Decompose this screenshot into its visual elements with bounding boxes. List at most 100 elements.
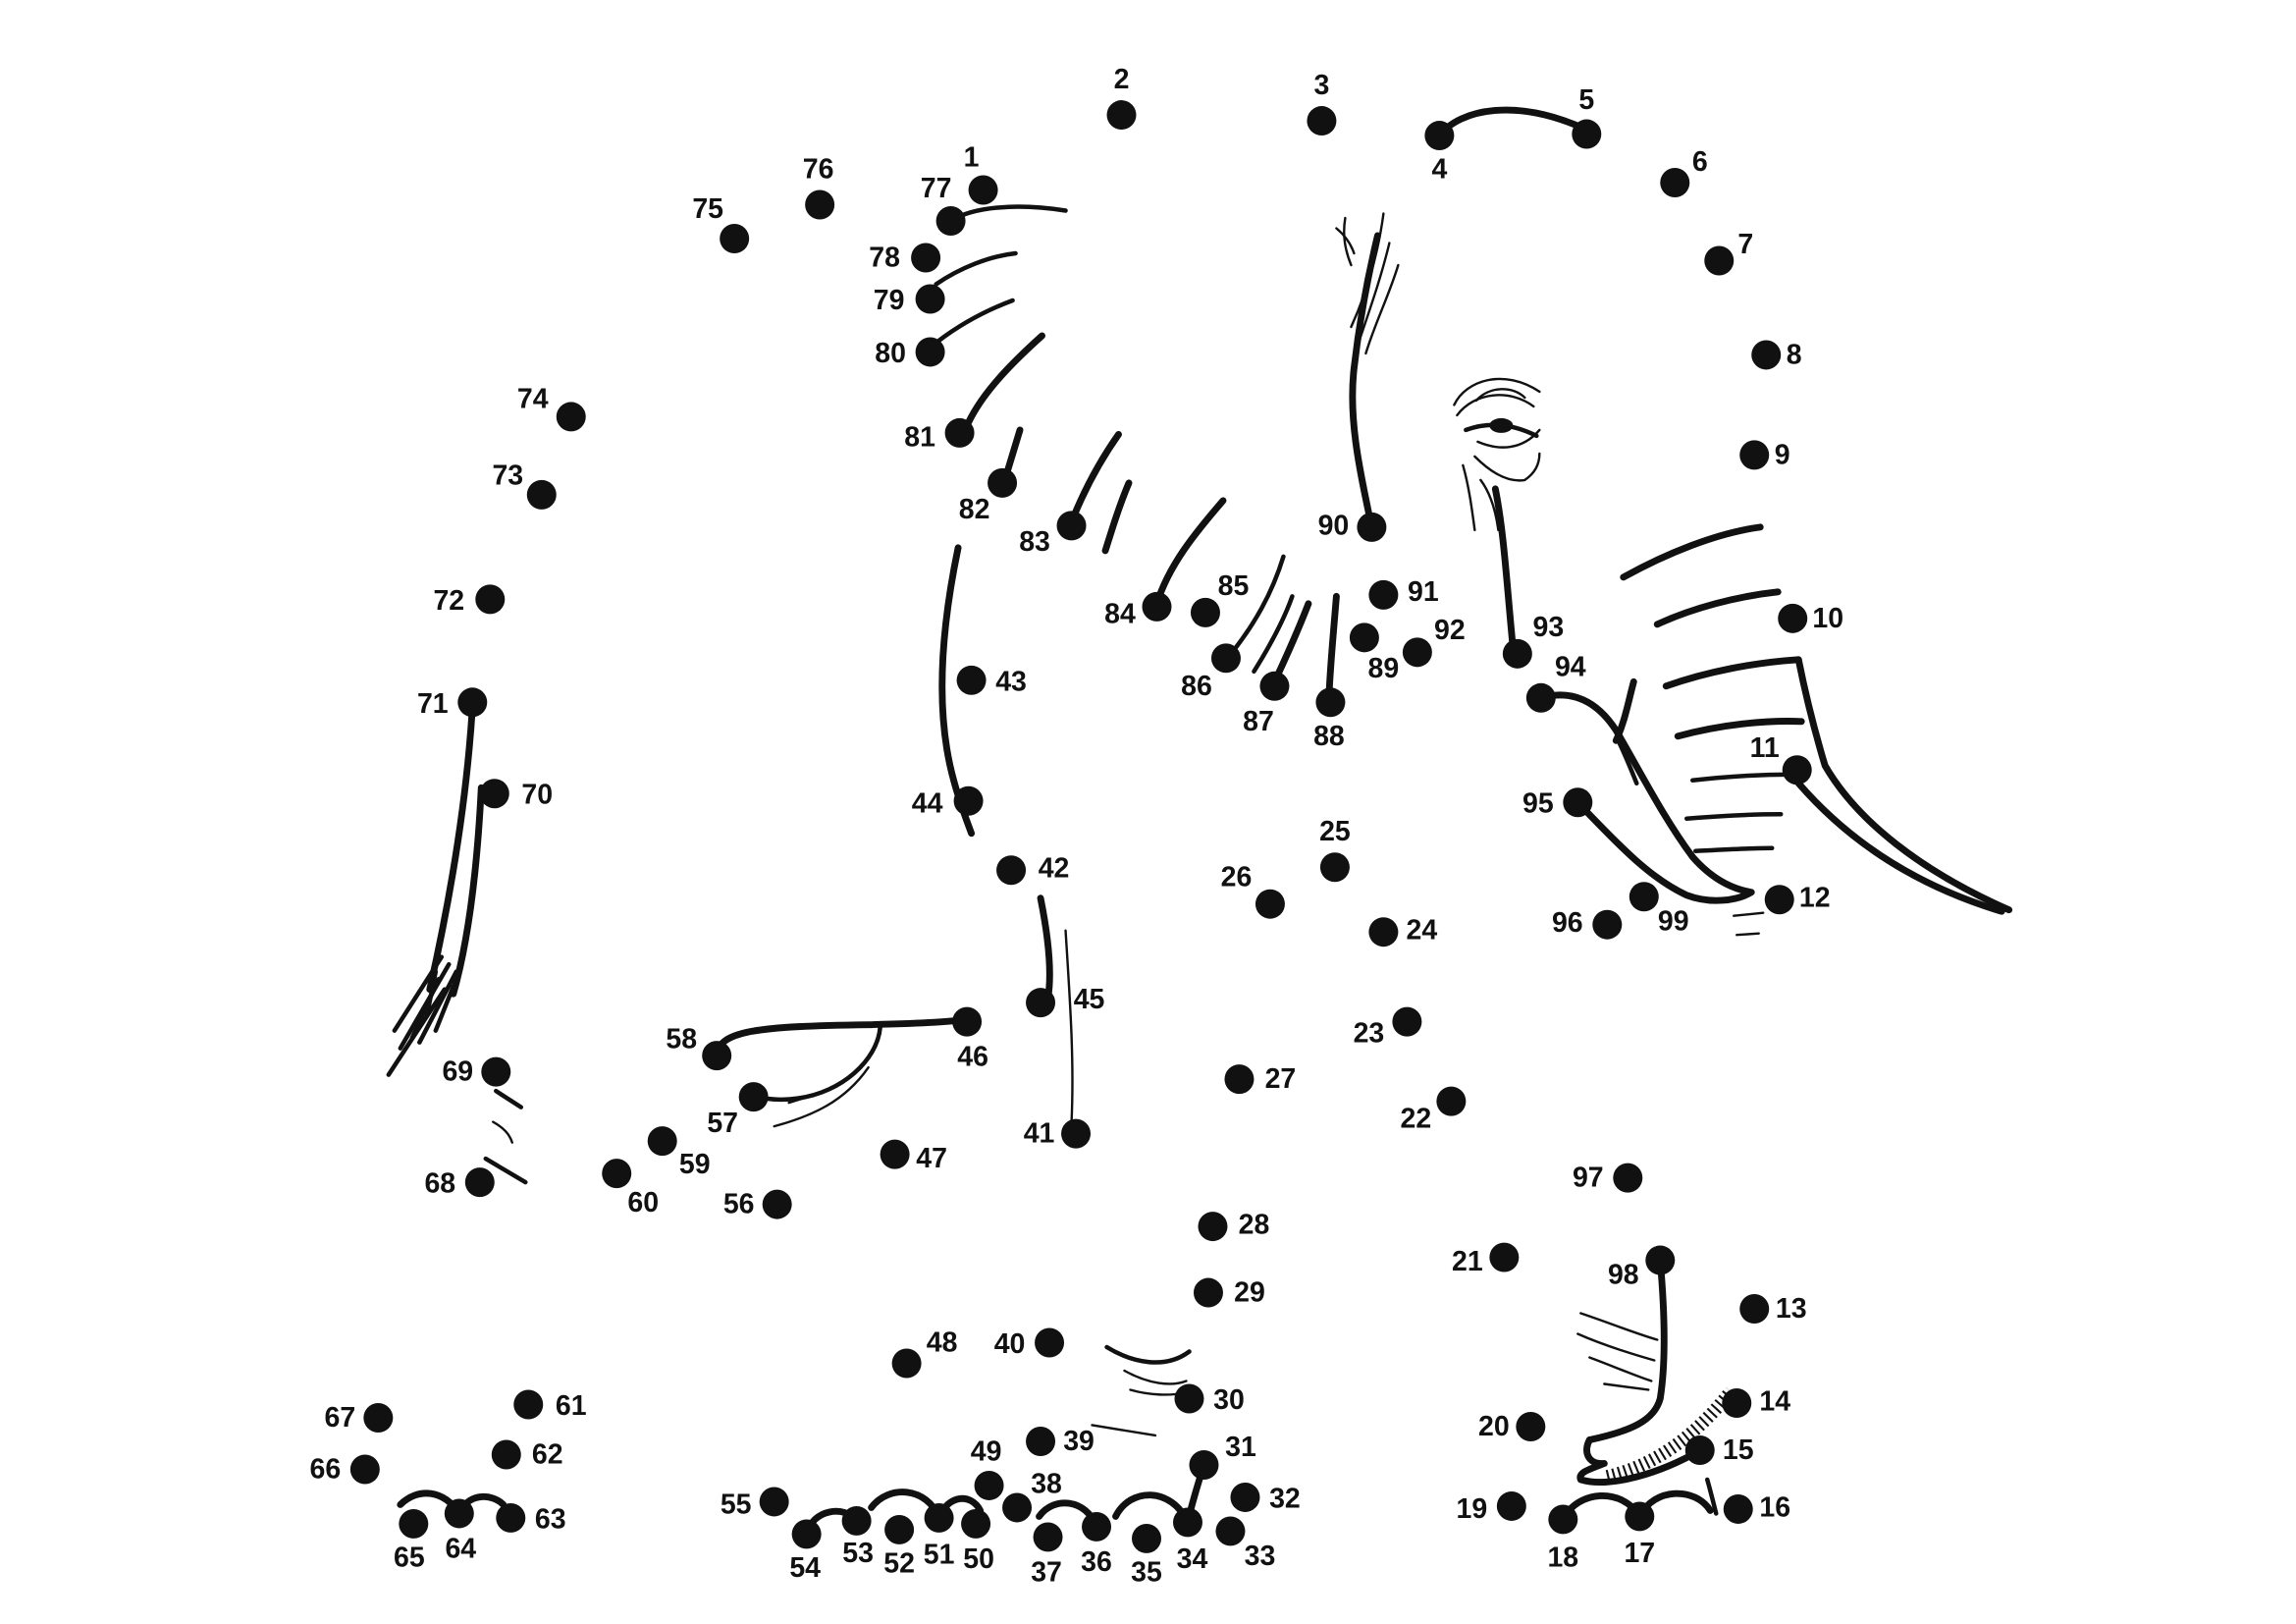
dot-8[interactable]: [1751, 340, 1782, 370]
dot-64[interactable]: [444, 1498, 474, 1529]
dot-84[interactable]: [1142, 591, 1172, 622]
dot-12[interactable]: [1764, 885, 1794, 915]
dot-2[interactable]: [1106, 100, 1137, 131]
dot-30[interactable]: [1174, 1383, 1204, 1414]
dot-1[interactable]: [968, 175, 998, 205]
dot-76[interactable]: [805, 189, 835, 220]
dot-28[interactable]: [1198, 1212, 1228, 1242]
dot-68[interactable]: [464, 1167, 495, 1198]
dot-70[interactable]: [479, 779, 509, 809]
dot-19[interactable]: [1496, 1490, 1526, 1521]
dot-29[interactable]: [1193, 1277, 1223, 1308]
dot-37[interactable]: [1033, 1522, 1063, 1552]
dot-40[interactable]: [1035, 1327, 1065, 1358]
dot-89[interactable]: [1349, 623, 1379, 653]
dot-group-58: 58: [666, 1024, 732, 1071]
dot-88[interactable]: [1315, 687, 1346, 718]
dot-20[interactable]: [1516, 1411, 1546, 1441]
dot-86[interactable]: [1210, 643, 1241, 674]
dot-79[interactable]: [915, 284, 945, 314]
dot-62[interactable]: [491, 1439, 521, 1470]
dot-50[interactable]: [961, 1508, 991, 1539]
dot-4[interactable]: [1424, 121, 1455, 151]
dot-41[interactable]: [1061, 1118, 1092, 1149]
dot-93[interactable]: [1502, 638, 1532, 669]
dot-60[interactable]: [602, 1159, 632, 1189]
dot-22[interactable]: [1436, 1086, 1467, 1116]
dot-58[interactable]: [702, 1041, 732, 1071]
dot-74[interactable]: [556, 402, 586, 432]
dot-55[interactable]: [759, 1487, 789, 1517]
dot-71[interactable]: [457, 687, 488, 718]
dot-67[interactable]: [363, 1402, 394, 1433]
dot-94[interactable]: [1525, 682, 1556, 713]
dot-73[interactable]: [526, 479, 557, 510]
dot-36[interactable]: [1082, 1511, 1112, 1542]
dot-92[interactable]: [1402, 637, 1432, 668]
dot-33[interactable]: [1215, 1516, 1246, 1546]
dot-23[interactable]: [1392, 1006, 1422, 1037]
dot-16[interactable]: [1723, 1493, 1753, 1524]
dot-42[interactable]: [996, 855, 1027, 886]
dot-14[interactable]: [1722, 1387, 1752, 1418]
dot-82[interactable]: [988, 467, 1018, 498]
dot-72[interactable]: [475, 584, 506, 615]
dot-51[interactable]: [924, 1502, 954, 1533]
dot-38[interactable]: [1002, 1492, 1033, 1523]
dot-56[interactable]: [762, 1189, 792, 1219]
dot-66[interactable]: [349, 1454, 380, 1485]
dot-97[interactable]: [1613, 1163, 1643, 1193]
dot-27[interactable]: [1224, 1064, 1255, 1095]
dot-77[interactable]: [935, 206, 966, 237]
dot-59[interactable]: [647, 1126, 677, 1157]
dot-49[interactable]: [974, 1470, 1004, 1500]
dot-3[interactable]: [1307, 106, 1337, 136]
dot-9[interactable]: [1739, 440, 1770, 470]
dot-87[interactable]: [1259, 671, 1290, 701]
dot-25[interactable]: [1319, 852, 1350, 883]
dot-65[interactable]: [399, 1508, 429, 1539]
dot-61[interactable]: [513, 1389, 544, 1420]
dot-69[interactable]: [481, 1056, 511, 1087]
dot-47[interactable]: [880, 1139, 910, 1169]
dot-10[interactable]: [1778, 603, 1808, 633]
dot-18[interactable]: [1548, 1504, 1578, 1535]
dot-45[interactable]: [1026, 988, 1056, 1018]
dot-44[interactable]: [953, 785, 984, 816]
dot-90[interactable]: [1357, 512, 1387, 542]
dot-52[interactable]: [884, 1514, 915, 1544]
dot-46[interactable]: [952, 1006, 983, 1037]
dot-34[interactable]: [1172, 1507, 1202, 1538]
dot-57[interactable]: [738, 1082, 769, 1112]
dot-32[interactable]: [1230, 1482, 1260, 1512]
dot-75[interactable]: [720, 224, 750, 253]
dot-63[interactable]: [496, 1502, 526, 1533]
dot-15[interactable]: [1684, 1435, 1715, 1465]
dot-6[interactable]: [1660, 168, 1690, 198]
dot-98[interactable]: [1645, 1245, 1676, 1275]
dot-43[interactable]: [956, 665, 987, 695]
dot-81[interactable]: [944, 417, 975, 448]
dot-35[interactable]: [1132, 1523, 1161, 1553]
dot-78[interactable]: [911, 243, 941, 273]
dot-48[interactable]: [891, 1348, 922, 1379]
dot-24[interactable]: [1368, 917, 1399, 947]
dot-80[interactable]: [915, 337, 945, 367]
dot-13[interactable]: [1739, 1294, 1770, 1325]
dot-5[interactable]: [1572, 119, 1602, 149]
dot-7[interactable]: [1704, 245, 1735, 276]
dot-17[interactable]: [1625, 1501, 1655, 1532]
dot-91[interactable]: [1368, 579, 1399, 610]
dot-21[interactable]: [1489, 1242, 1520, 1272]
dot-11[interactable]: [1782, 755, 1812, 785]
dot-39[interactable]: [1026, 1426, 1056, 1456]
dot-99[interactable]: [1629, 882, 1659, 912]
dot-31[interactable]: [1189, 1449, 1219, 1480]
dot-95[interactable]: [1563, 787, 1593, 818]
dot-85[interactable]: [1190, 597, 1220, 627]
dot-83[interactable]: [1056, 511, 1087, 541]
dot-54[interactable]: [791, 1519, 822, 1549]
dot-53[interactable]: [841, 1505, 872, 1536]
dot-96[interactable]: [1592, 909, 1623, 940]
dot-26[interactable]: [1255, 889, 1285, 919]
